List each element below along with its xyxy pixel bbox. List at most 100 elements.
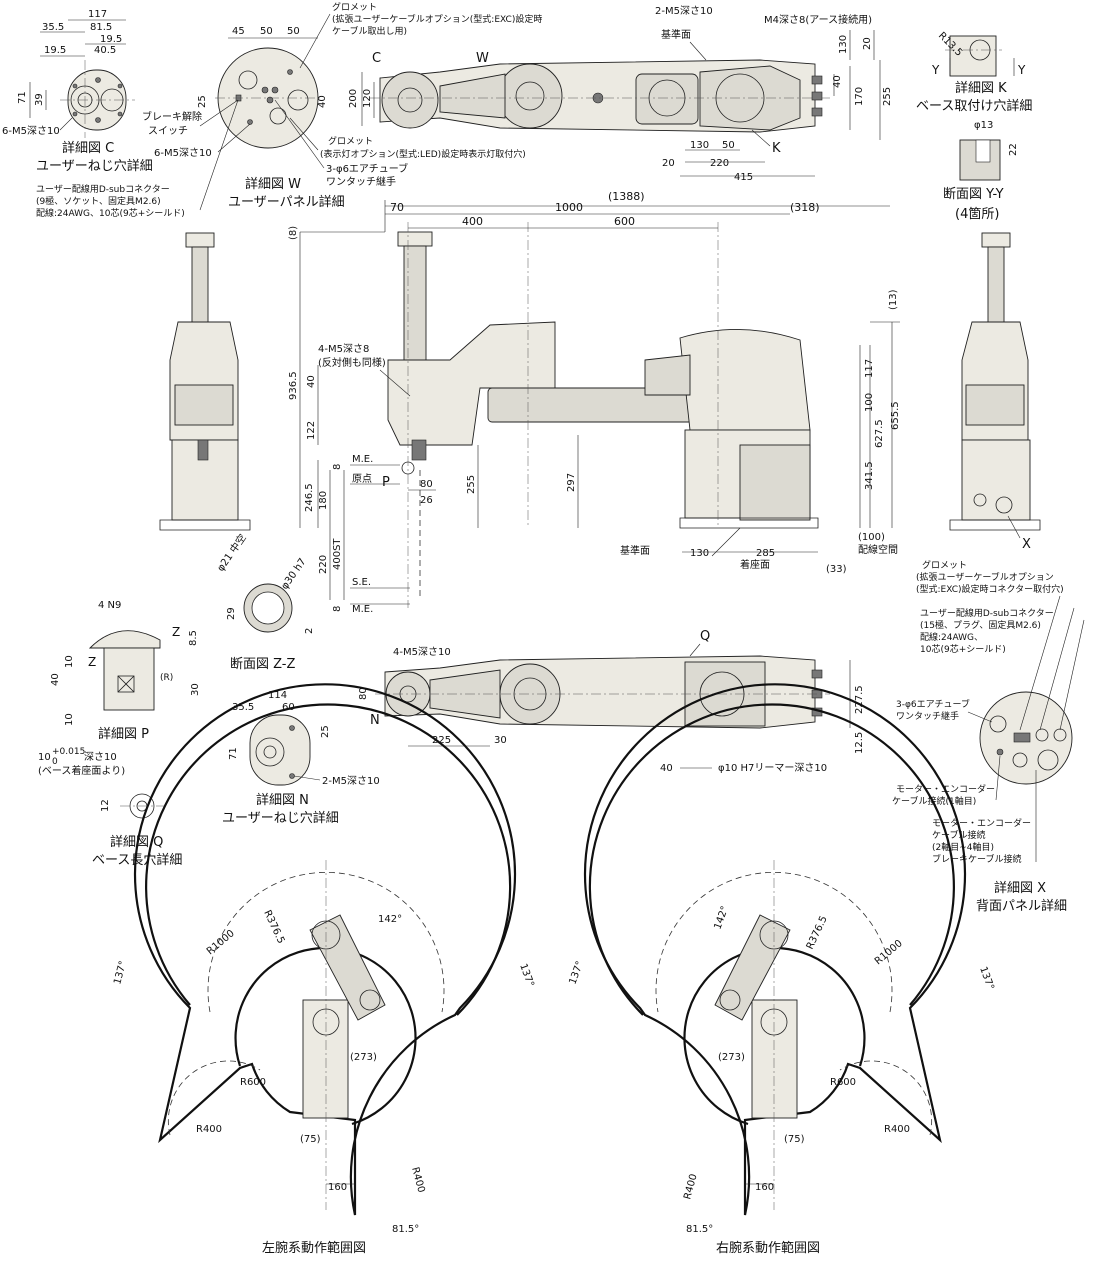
dim-627-5: 627.5 xyxy=(874,419,885,448)
dim-top-415: 415 xyxy=(734,172,753,183)
dim-936-5: 936.5 xyxy=(288,371,299,400)
dim-zz-30: φ30 h7 xyxy=(279,557,308,592)
dim-bottom-225: 225 xyxy=(432,735,451,746)
dim-220: 220 xyxy=(318,555,329,574)
note-c: 6-M5深さ10 xyxy=(2,125,60,137)
dim-655-5: 655.5 xyxy=(890,401,901,430)
dim-26: 26 xyxy=(420,495,433,506)
detail-c: 117 35.5 81.5 19.5 19.5 40.5 71 39 6-M5深… xyxy=(2,9,153,174)
callout-w-7: グロメット xyxy=(328,135,373,147)
main-side-view: (1388) 70 1000 (318) 400 600 (8) 936.5 4… xyxy=(288,190,901,615)
title-yy: 断面図 Y-Y xyxy=(943,187,1004,202)
range-right-dim-10: R400 xyxy=(682,1173,699,1201)
dim-1000: 1000 xyxy=(555,201,583,214)
title-x: 詳細図 X xyxy=(994,880,1046,896)
range-right-dim-11: 160 xyxy=(755,1182,774,1193)
range-right-dim-2: R376.5 xyxy=(805,914,830,951)
dim-w-5: 40 xyxy=(317,95,328,108)
label-top-k: K xyxy=(772,141,781,156)
range-right-dim-1: 142° xyxy=(712,905,731,931)
dim-c-3: 81.5 xyxy=(90,22,112,33)
title-p: 詳細図 P xyxy=(98,726,149,742)
label-bottom-reamer: φ10 H7リーマー深さ10 xyxy=(718,762,827,774)
label-ref-side: 基準面 xyxy=(620,544,650,557)
dim-top-20: 20 xyxy=(862,37,873,50)
dim-q-12: 12 xyxy=(100,799,111,812)
label-top-w: W xyxy=(476,51,489,66)
range-left-dim-2: 142° xyxy=(378,914,402,925)
range-right-dim-9: (75) xyxy=(784,1134,805,1145)
dim-318: (318) xyxy=(790,201,820,214)
callout-w-5: スイッチ xyxy=(148,125,188,137)
dim-100: 100 xyxy=(864,393,875,412)
callout-x-3: (型式:EXC)設定時コネクター取付穴) xyxy=(916,583,1064,595)
dim-w-1: 45 xyxy=(232,26,245,37)
range-left-dim-10: R400 xyxy=(409,1166,426,1194)
callout-w-2: (拡張ユーザーケーブルオプション(型式:EXC)設定時 xyxy=(332,13,542,25)
label-bottom-n: N xyxy=(370,713,380,728)
dim-c-6: 40.5 xyxy=(94,45,116,56)
range-right-dim-6: (273) xyxy=(718,1052,745,1063)
label-me-1: M.E. xyxy=(352,454,373,465)
label-opposite: (反対側も同様) xyxy=(318,356,386,369)
callout-x-4: ユーザー配線用D-subコネクター xyxy=(920,607,1054,619)
range-left-dim-7: R600 xyxy=(240,1077,266,1088)
dim-top-20b: 20 xyxy=(662,158,675,169)
dim-180: 180 xyxy=(318,491,329,510)
callout-x-12: モーター・エンコーダー xyxy=(932,817,1031,829)
dim-bottom-80: 80 xyxy=(358,687,369,700)
dim-400st: 400ST xyxy=(332,538,343,570)
callout-x-7: 10芯(9芯+シールド) xyxy=(920,643,1006,655)
dim-400: 400 xyxy=(462,215,483,228)
callout-w-8: (表示灯オプション(型式:LED)設定時表示灯取付穴) xyxy=(320,148,526,160)
range-right-dim-3: R1000 xyxy=(873,938,905,967)
label-bottom-q: Q xyxy=(700,629,710,644)
label-top-1: 2-M5深さ10 xyxy=(655,5,713,17)
title-zz: 断面図 Z-Z xyxy=(230,657,296,672)
mark-k-y1: Y xyxy=(931,63,940,77)
mark-k-y2: Y xyxy=(1017,63,1026,77)
note-q-1: 深さ10 xyxy=(84,751,117,763)
label-wiring-space: 配線空間 xyxy=(858,543,898,556)
right-side-view: X xyxy=(949,232,1041,552)
note-n: 2-M5深さ10 xyxy=(322,775,380,787)
bottom-view: Q 4-M5深さ10 N 80 225 30 40 φ10 H7リーマー深さ10… xyxy=(358,629,865,774)
dim-255: 255 xyxy=(466,475,477,494)
dim-70: 70 xyxy=(390,201,404,214)
dim-8-b: 8 xyxy=(332,606,343,612)
callout-x-15: ブレーキケーブル接続 xyxy=(932,853,1021,865)
subtitle-w: ユーザーパネル詳細 xyxy=(228,194,345,210)
dim-top-220: 220 xyxy=(710,158,729,169)
dim-bottom-30: 30 xyxy=(494,735,507,746)
label-se: S.E. xyxy=(352,577,371,588)
left-side-view xyxy=(159,232,251,531)
callout-w-13: 配線:24AWG、10芯(9芯+シールド) xyxy=(36,207,185,219)
dim-33: (33) xyxy=(826,564,847,575)
dim-341-5: 341.5 xyxy=(864,461,875,490)
dim-c-4: 19.5 xyxy=(100,34,122,45)
dim-top-120: 120 xyxy=(362,89,373,108)
dim-zz-29: 29 xyxy=(226,607,237,620)
dim-q-tol-up: +0.015 xyxy=(52,747,85,757)
mark-p-z2: Z xyxy=(88,655,96,669)
dim-297: 297 xyxy=(566,473,577,492)
label-100: (100) xyxy=(858,532,885,543)
dim-122: 122 xyxy=(306,421,317,440)
label-me-2: M.E. xyxy=(352,604,373,615)
title-k: 詳細図 K xyxy=(955,80,1007,96)
label-top-2: M4深さ8(アース接続用) xyxy=(764,13,872,26)
mark-p-r: (R) xyxy=(160,673,173,683)
label-p: P xyxy=(382,475,390,490)
dim-600: 600 xyxy=(614,215,635,228)
title-w: 詳細図 W xyxy=(245,176,301,192)
range-right-dim-7: R600 xyxy=(830,1077,856,1088)
subtitle-k: ベース取付け穴詳細 xyxy=(916,98,1032,114)
dim-n-60: 60 xyxy=(282,702,295,713)
callout-x-8: 3-φ6エアチューブ xyxy=(896,698,970,710)
dim-n-25: 25 xyxy=(320,725,331,738)
label-top-3: 基準面 xyxy=(661,28,691,41)
label-bottom-4m5: 4-M5深さ10 xyxy=(393,646,451,658)
dim-zz-2: 2 xyxy=(304,628,315,634)
dim-n-71: 71 xyxy=(228,747,239,760)
